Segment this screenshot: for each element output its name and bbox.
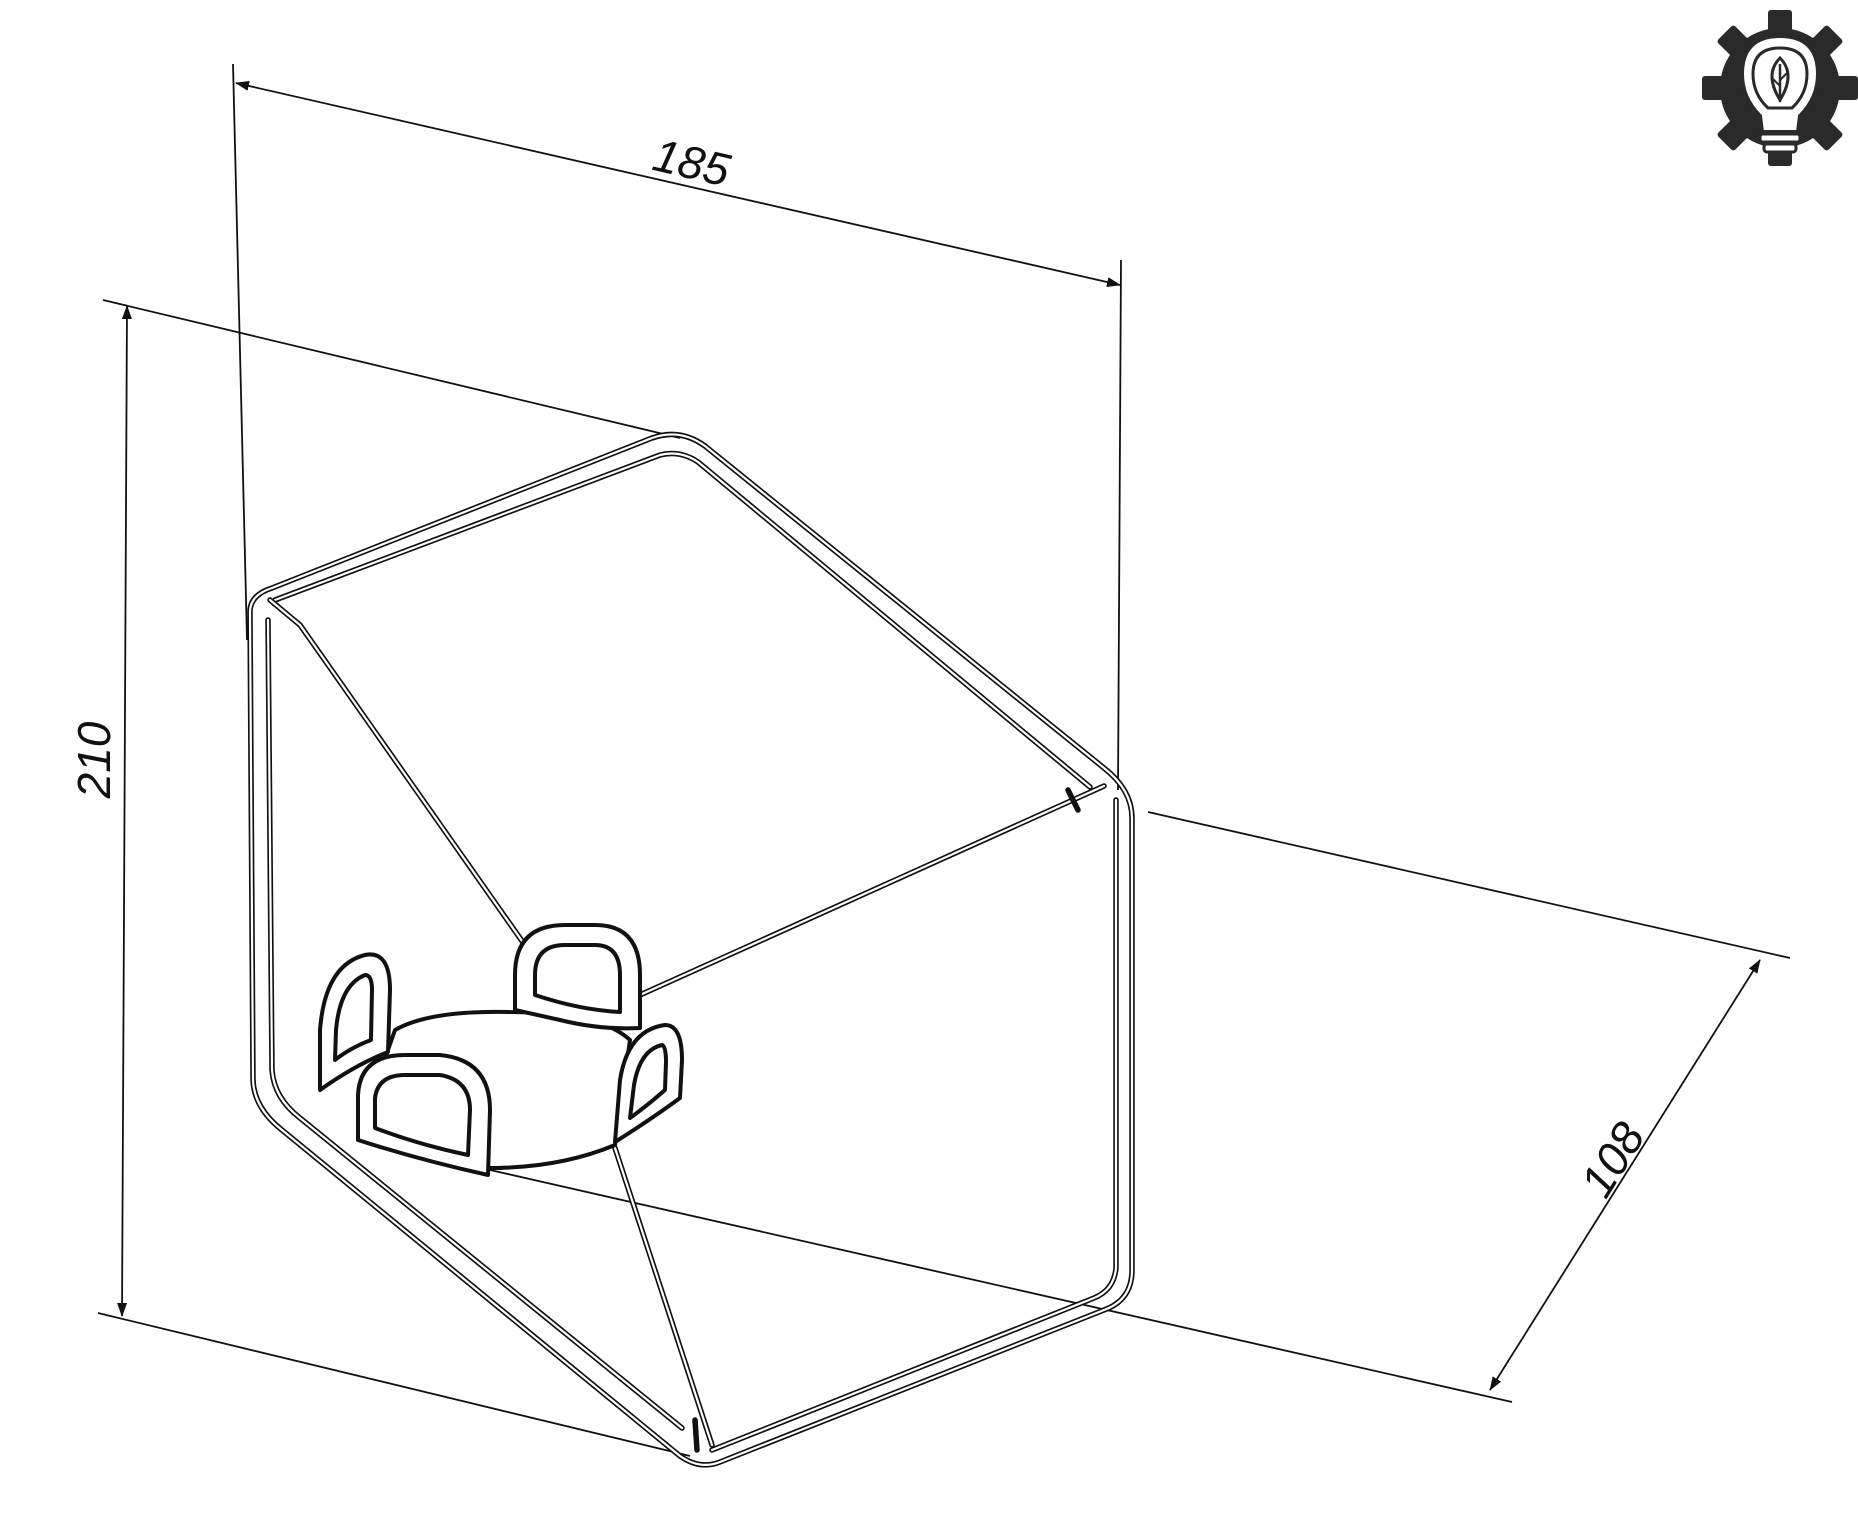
box-outline: [247, 431, 1135, 1468]
dimension-line-depth: [1489, 959, 1761, 1391]
bottom-corner-tick: [692, 1417, 700, 1453]
dimension-height: 210: [68, 299, 691, 1457]
dimension-line-height: [117, 305, 132, 1317]
top-corner-tick: [1065, 787, 1081, 813]
front-diagonal-edge-upper: [267, 597, 558, 991]
extension-line-back: [1147, 811, 1791, 959]
dimension-label-length: 185: [648, 128, 735, 196]
right-face-inner-edge: [709, 797, 1119, 1453]
top-face-inner-edge: [272, 450, 1093, 790]
dimension-line-length: [235, 81, 1121, 287]
dimension-depth: 108: [489, 811, 1791, 1403]
dimension-label-height: 210: [68, 721, 120, 799]
extension-line-top: [102, 299, 681, 439]
extension-line-left: [232, 63, 248, 641]
box-body: [247, 431, 1135, 1468]
dimension-label-depth: 108: [1570, 1113, 1655, 1206]
dimension-length: 185: [232, 63, 1122, 791]
extension-line-front: [489, 1169, 1513, 1403]
hub-assembly: [318, 923, 684, 1177]
gear-lightbulb-leaf-icon: [1702, 10, 1858, 166]
extension-line-right: [1117, 259, 1122, 791]
extension-line-bottom: [97, 1312, 691, 1457]
